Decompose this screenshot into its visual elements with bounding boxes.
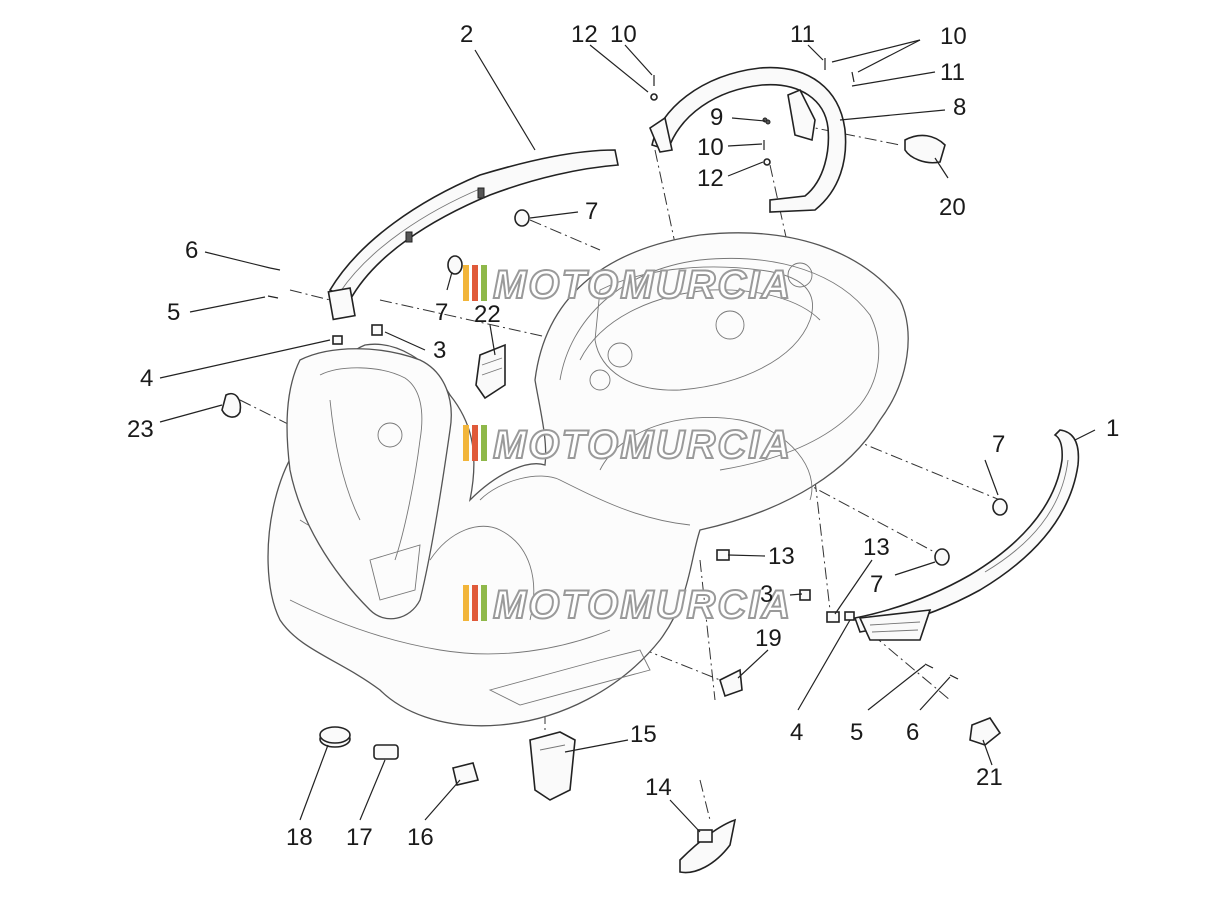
callout-7: 7 [435, 299, 448, 326]
watermark-2: MOTOMURCIA [463, 422, 792, 468]
callout-20: 20 [939, 194, 966, 221]
leader-lines [159, 39, 1096, 833]
callout-15: 15 [630, 721, 657, 748]
callout-10: 10 [610, 21, 637, 48]
callout-18: 18 [286, 824, 313, 851]
callout-21: 21 [976, 764, 1003, 791]
callout-16: 16 [407, 824, 434, 851]
callout-12: 12 [697, 165, 724, 192]
callout-7: 7 [585, 198, 598, 225]
callout-6: 6 [906, 719, 919, 746]
callout-5: 5 [167, 299, 180, 326]
callout-7: 7 [992, 431, 1005, 458]
part-8-rear-rack [649, 66, 847, 213]
watermark-1: MOTOMURCIA [463, 262, 792, 308]
callout-22: 22 [474, 301, 501, 328]
callout-9: 9 [710, 104, 723, 131]
callout-23: 23 [127, 416, 154, 443]
callout-11: 11 [790, 21, 815, 48]
callout-17: 17 [346, 824, 373, 851]
callout-4: 4 [790, 719, 803, 746]
part-2-front-trim [327, 149, 619, 321]
callout-1: 1 [1106, 415, 1119, 442]
callout-4: 4 [140, 365, 153, 392]
callout-6: 6 [185, 237, 198, 264]
callout-7: 7 [870, 571, 883, 598]
callout-labels: 1 2 3 3 4 4 5 5 6 6 7 7 7 7 8 9 10 10 10… [127, 21, 1119, 851]
callout-12: 12 [571, 21, 598, 48]
watermark-text: MOTOMURCIA [493, 583, 792, 627]
small-hardware-parts [221, 58, 1008, 874]
callout-13: 13 [768, 543, 795, 570]
callout-10: 10 [697, 134, 724, 161]
callout-2: 2 [460, 21, 473, 48]
watermark-group: MOTOMURCIA MOTOMURCIA MOTOMURCIA [463, 262, 792, 628]
scooter-body-frame [267, 232, 909, 727]
watermark-text: MOTOMURCIA [493, 263, 792, 307]
callout-19: 19 [755, 625, 782, 652]
callout-11: 11 [940, 59, 965, 86]
callout-5: 5 [850, 719, 863, 746]
callout-3: 3 [433, 337, 446, 364]
part-1-side-trim [853, 429, 1080, 641]
watermark-3: MOTOMURCIA [463, 582, 792, 628]
part-20-rack-cap [904, 134, 946, 164]
callout-10: 10 [940, 23, 967, 50]
callout-3: 3 [760, 581, 773, 608]
watermark-text: MOTOMURCIA [493, 423, 792, 467]
callout-14: 14 [645, 774, 672, 801]
callout-8: 8 [953, 94, 966, 121]
callout-13: 13 [863, 534, 890, 561]
